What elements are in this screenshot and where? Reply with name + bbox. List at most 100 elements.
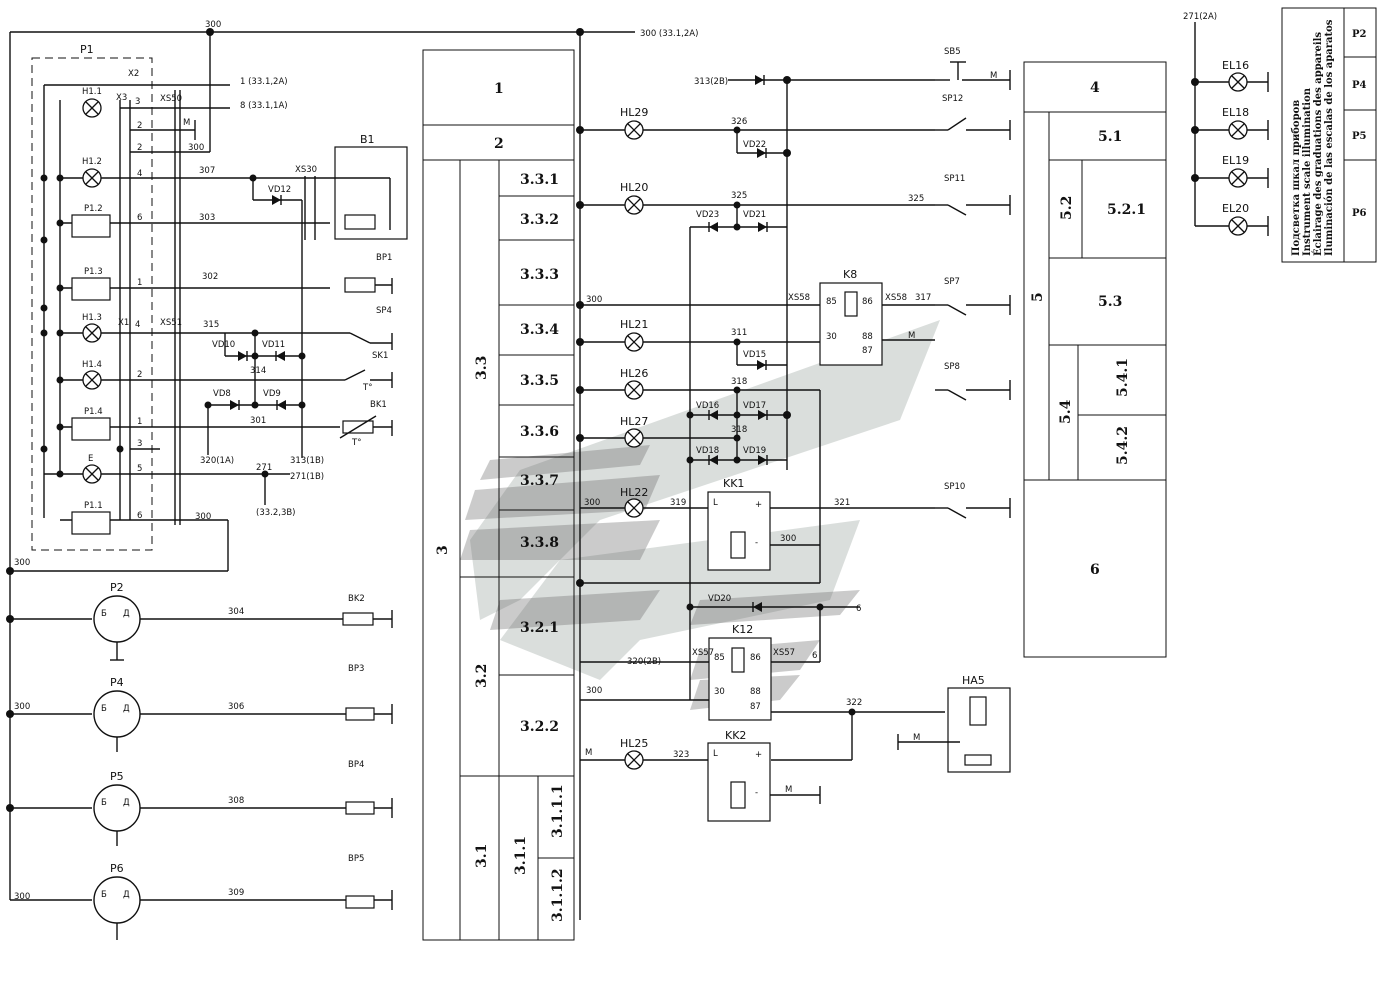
wire-label: 300 bbox=[188, 143, 204, 153]
svg-text:VD17: VD17 bbox=[743, 401, 766, 411]
connector-label: X3 bbox=[116, 93, 127, 103]
switch-p14: P1.4 bbox=[71, 407, 111, 441]
component-label: E bbox=[88, 454, 93, 464]
svg-text:85: 85 bbox=[714, 653, 725, 663]
wire-label: 320(1A) bbox=[200, 456, 234, 466]
svg-text:SP4: SP4 bbox=[376, 306, 392, 316]
svg-text:Д: Д bbox=[123, 890, 130, 900]
lamp-h13 bbox=[82, 323, 102, 343]
svg-text:306: 306 bbox=[228, 702, 244, 712]
connector-label: XS50 bbox=[160, 94, 182, 104]
svg-text:323: 323 bbox=[673, 750, 689, 760]
svg-text:VD16: VD16 bbox=[696, 401, 719, 411]
pin-number: 1 bbox=[137, 417, 142, 427]
wire-label: 300 bbox=[14, 558, 30, 568]
zone-5-4: 5.4 bbox=[1058, 399, 1074, 424]
left-components: XS30 VD12 B1 BP1 SP4 SK1 bbox=[204, 133, 408, 458]
component-label: H1.4 bbox=[82, 360, 102, 370]
pin-number: 2 bbox=[137, 121, 142, 131]
connector-label: X1 bbox=[118, 318, 129, 328]
lamp-hl27 bbox=[624, 428, 644, 448]
svg-text:VD23: VD23 bbox=[696, 210, 719, 220]
zone-3-3-7: 3.3.7 bbox=[520, 473, 559, 489]
svg-text:BK1: BK1 bbox=[370, 400, 387, 410]
svg-text:VD19: VD19 bbox=[743, 446, 766, 456]
pin-number: 1 bbox=[137, 278, 142, 288]
diodes-vd8-vd9: VD8 VD9 bbox=[204, 333, 306, 455]
connector-label: X2 bbox=[128, 69, 139, 79]
component-label: SK1 bbox=[372, 351, 388, 361]
svg-text:VD20: VD20 bbox=[708, 594, 731, 604]
wire-label: 300 bbox=[14, 702, 30, 712]
connector-rows: M 300 300 X2 X3 XS50 X1 XS51 3 4 2 2 bbox=[10, 69, 340, 572]
svg-text:P4: P4 bbox=[110, 676, 124, 689]
svg-text:VD21: VD21 bbox=[743, 210, 766, 220]
zone-3-3-8: 3.3.8 bbox=[520, 535, 559, 551]
svg-text:K8: K8 bbox=[843, 268, 857, 281]
svg-text:M: M bbox=[585, 748, 592, 758]
svg-text:EL18: EL18 bbox=[1222, 106, 1249, 119]
lamp-hl26 bbox=[624, 380, 644, 400]
svg-text:BP1: BP1 bbox=[376, 253, 392, 263]
wire-label: 271(2A) bbox=[1183, 12, 1217, 22]
svg-text:6: 6 bbox=[812, 651, 817, 661]
main-bus: 300 300 (33.1,2A) 300 300 300 bbox=[6, 20, 698, 920]
switch-p12: P1.2 bbox=[71, 204, 111, 238]
svg-text:M: M bbox=[990, 71, 997, 81]
svg-text:HL29: HL29 bbox=[620, 106, 648, 119]
svg-text:86: 86 bbox=[750, 653, 761, 663]
relay-kk2: KK2 L + - bbox=[707, 729, 771, 822]
svg-text:Д: Д bbox=[123, 704, 130, 714]
svg-text:VD15: VD15 bbox=[743, 350, 766, 360]
svg-text:87: 87 bbox=[750, 702, 761, 712]
svg-text:VD10: VD10 bbox=[212, 340, 235, 350]
svg-text:309: 309 bbox=[228, 888, 244, 898]
relay-kk1: KK1 L + - bbox=[707, 477, 771, 571]
component-label: H1.3 bbox=[82, 313, 102, 323]
pin-number: 4 bbox=[137, 169, 142, 179]
zone-3-3-1: 3.3.1 bbox=[520, 172, 559, 188]
middle-circuit: 313(2B) HL29 326 VD22 HL20 325 325 VD23 … bbox=[576, 75, 1011, 822]
svg-text:SP12: SP12 bbox=[942, 94, 963, 104]
pin-number: 6 bbox=[137, 213, 142, 223]
lamp-hl25 bbox=[624, 750, 644, 770]
lamp-hl22 bbox=[624, 498, 644, 518]
svg-text:300: 300 bbox=[584, 498, 600, 508]
lamp-h14 bbox=[82, 370, 102, 390]
pin-number: 4 bbox=[135, 320, 140, 330]
zone-1: 1 bbox=[494, 81, 504, 97]
lamp-hl21 bbox=[624, 332, 644, 352]
svg-text:P5: P5 bbox=[110, 770, 124, 783]
svg-text:BP3: BP3 bbox=[348, 664, 364, 674]
svg-text:6: 6 bbox=[856, 604, 861, 614]
svg-text:BP4: BP4 bbox=[348, 760, 364, 770]
connector-label: XS51 bbox=[160, 318, 182, 328]
svg-text:300: 300 bbox=[780, 534, 796, 544]
legend-title: Подсветка шкал приборов bbox=[1291, 100, 1302, 256]
svg-text:Б: Б bbox=[101, 704, 107, 714]
legend-item: P2 bbox=[1352, 29, 1367, 40]
legend-title: Éclairage des graduations des appareils bbox=[1312, 32, 1324, 256]
svg-text:Б: Б bbox=[101, 609, 107, 619]
temp-mark: T° bbox=[362, 383, 372, 393]
sensor-bk1: BK1 T° bbox=[339, 400, 393, 448]
lamp-e bbox=[82, 464, 102, 484]
svg-text:VD8: VD8 bbox=[213, 389, 231, 399]
zone-3-3-2: 3.3.2 bbox=[520, 212, 559, 228]
svg-text:326: 326 bbox=[731, 117, 747, 127]
wire-label: 314 bbox=[250, 366, 266, 376]
legend-item: P5 bbox=[1352, 131, 1367, 142]
svg-text:321: 321 bbox=[834, 498, 850, 508]
zone-3-1-1: 3.1.1 bbox=[513, 836, 529, 875]
legend-table: P2 P4 P5 P6 Подсветка шкал приборов Inst… bbox=[1281, 7, 1377, 263]
pin-number: 2 bbox=[137, 370, 142, 380]
wire-label: M bbox=[183, 118, 190, 128]
wire-label: 315 bbox=[203, 320, 219, 330]
svg-text:EL19: EL19 bbox=[1222, 154, 1249, 167]
connector-label: XS30 bbox=[295, 165, 317, 175]
pin-number: 3 bbox=[135, 97, 140, 107]
wire-label: 1 (33.1,2A) bbox=[240, 77, 288, 87]
zone-3-1-1-2: 3.1.1.2 bbox=[550, 868, 566, 922]
lamp-el16: EL16 bbox=[1195, 59, 1269, 92]
